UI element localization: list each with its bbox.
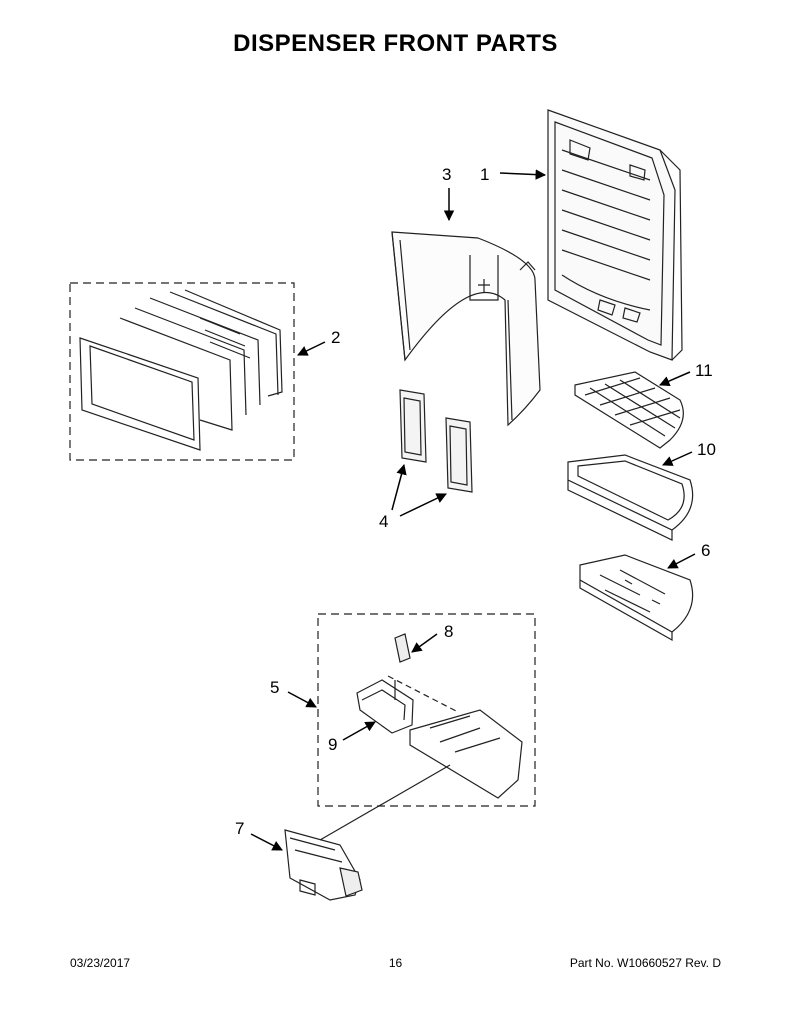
part-10-tray [567, 454, 694, 541]
callout-8: 8 [444, 622, 453, 641]
callout-4: 4 [379, 512, 388, 531]
page-title: DISPENSER FRONT PARTS [233, 30, 558, 57]
callout-5: 5 [270, 678, 279, 697]
part-11-grille [574, 371, 684, 449]
footer-page-number: 16 [388, 956, 403, 970]
part-5-actuator-assembly [317, 613, 536, 807]
callout-labels: 1 2 3 4 5 6 7 8 9 10 11 [235, 165, 716, 838]
callout-11: 11 [695, 361, 713, 380]
leader-arrows [250, 169, 696, 851]
part-7-switch-assembly [284, 764, 451, 901]
callout-2: 2 [331, 328, 340, 347]
callout-7: 7 [235, 819, 244, 838]
part-1-housing [547, 109, 683, 361]
part-3-cover [391, 231, 541, 427]
footer-part-number: Part No. W10660527 Rev. D [569, 956, 721, 970]
part-6-tray-base [579, 554, 694, 642]
callout-10: 10 [697, 440, 716, 459]
callout-1: 1 [480, 165, 489, 184]
part-4-light-pipes [399, 389, 473, 493]
callout-3: 3 [442, 165, 451, 184]
footer-date: 03/23/2017 [70, 956, 131, 970]
callout-9: 9 [328, 735, 337, 754]
part-2-control-assembly [69, 282, 295, 461]
callout-6: 6 [701, 541, 710, 560]
